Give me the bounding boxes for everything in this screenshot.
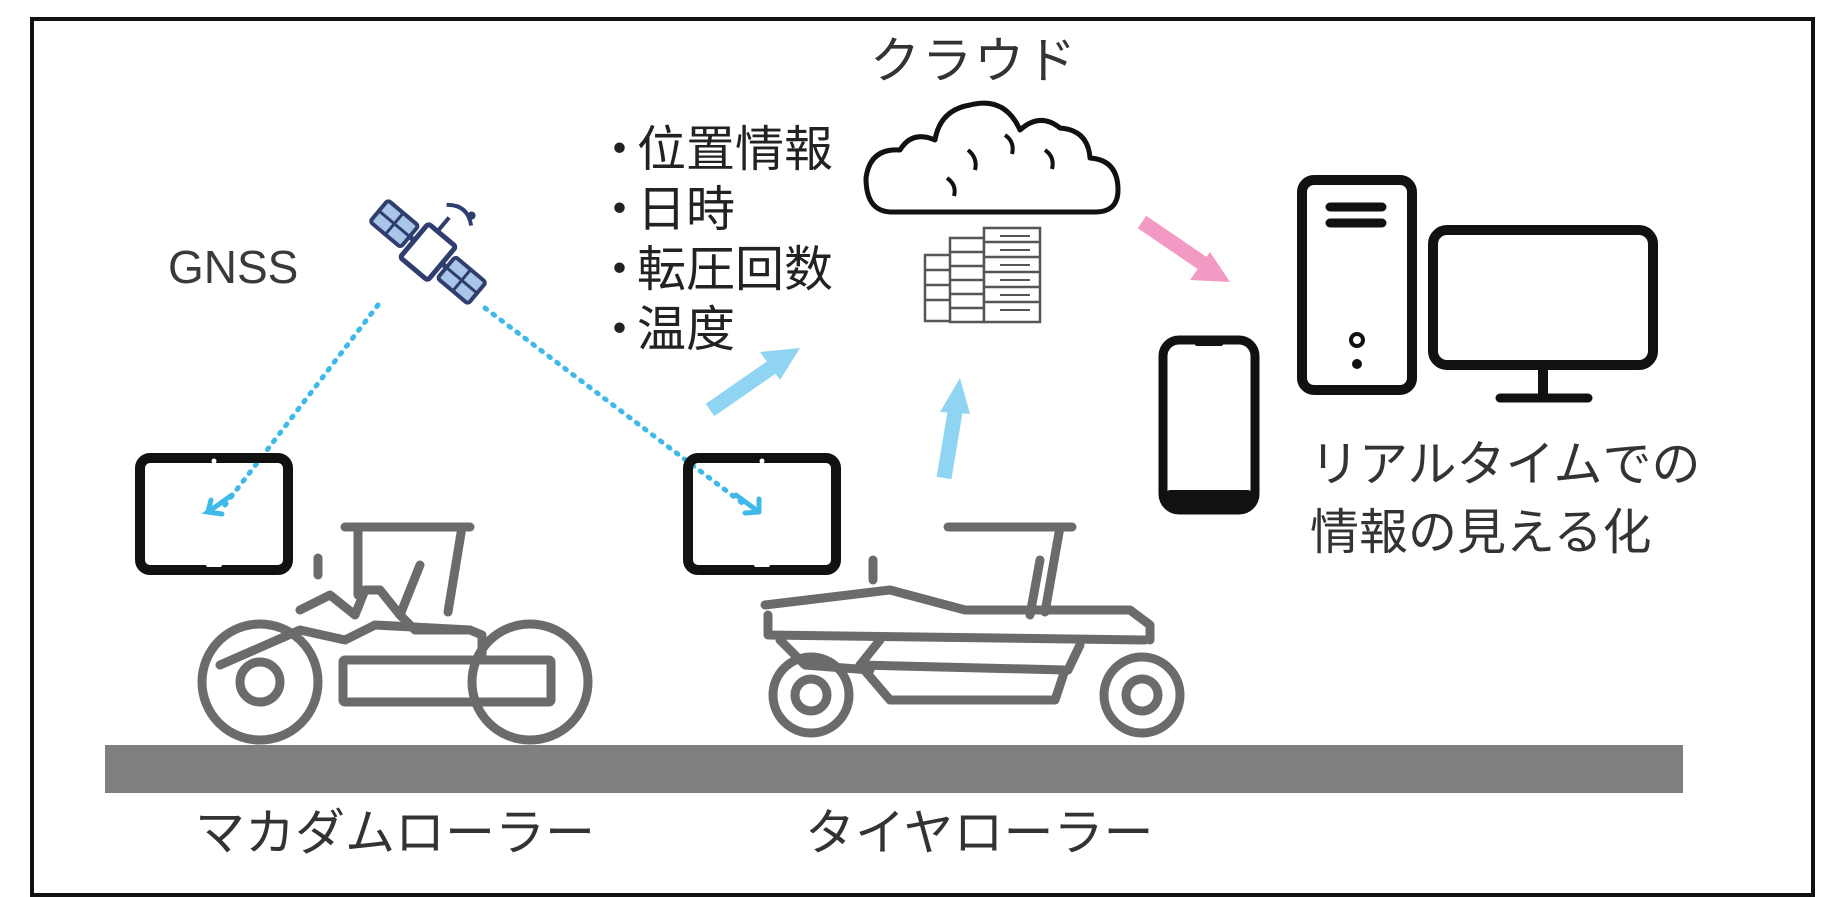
data-items-list: ・位置情報 ・日時 ・転圧回数 ・温度 — [595, 120, 833, 360]
ground-bar — [105, 745, 1683, 793]
data-item: ・温度 — [595, 301, 736, 358]
desktop-tower-icon — [1297, 175, 1417, 395]
diagram-canvas — [105, 100, 1683, 793]
macadam-roller-label: マカダムローラー — [195, 804, 595, 862]
cloud-icon — [863, 100, 1121, 215]
data-item: ・転圧回数 — [595, 241, 834, 298]
desktop-monitor-icon — [1428, 225, 1658, 403]
data-item: ・位置情報 — [595, 121, 834, 178]
satellite-icon — [369, 199, 487, 305]
tablet-icon-right — [683, 453, 841, 575]
smartphone-icon — [1158, 335, 1260, 515]
data-item: ・日時 — [595, 181, 736, 238]
upload-arrow-left — [705, 348, 800, 417]
upload-arrow-right — [936, 378, 970, 480]
download-arrow — [1137, 215, 1230, 282]
cloud-label: クラウド — [870, 32, 1078, 90]
tablet-icon-left — [135, 453, 293, 575]
tire-roller-label: タイヤローラー — [805, 804, 1154, 862]
realtime-label-line1: リアルタイムでの — [1310, 436, 1701, 493]
gnss-signal-line-right — [482, 305, 748, 508]
gnss-label: GNSS — [168, 241, 299, 293]
realtime-label-line2: 情報の見える化 — [1310, 504, 1652, 561]
tire-roller-icon — [760, 522, 1185, 738]
gnss-signal-line-left — [222, 302, 381, 508]
macadam-roller-icon — [197, 522, 593, 745]
server-icon — [923, 226, 1042, 324]
